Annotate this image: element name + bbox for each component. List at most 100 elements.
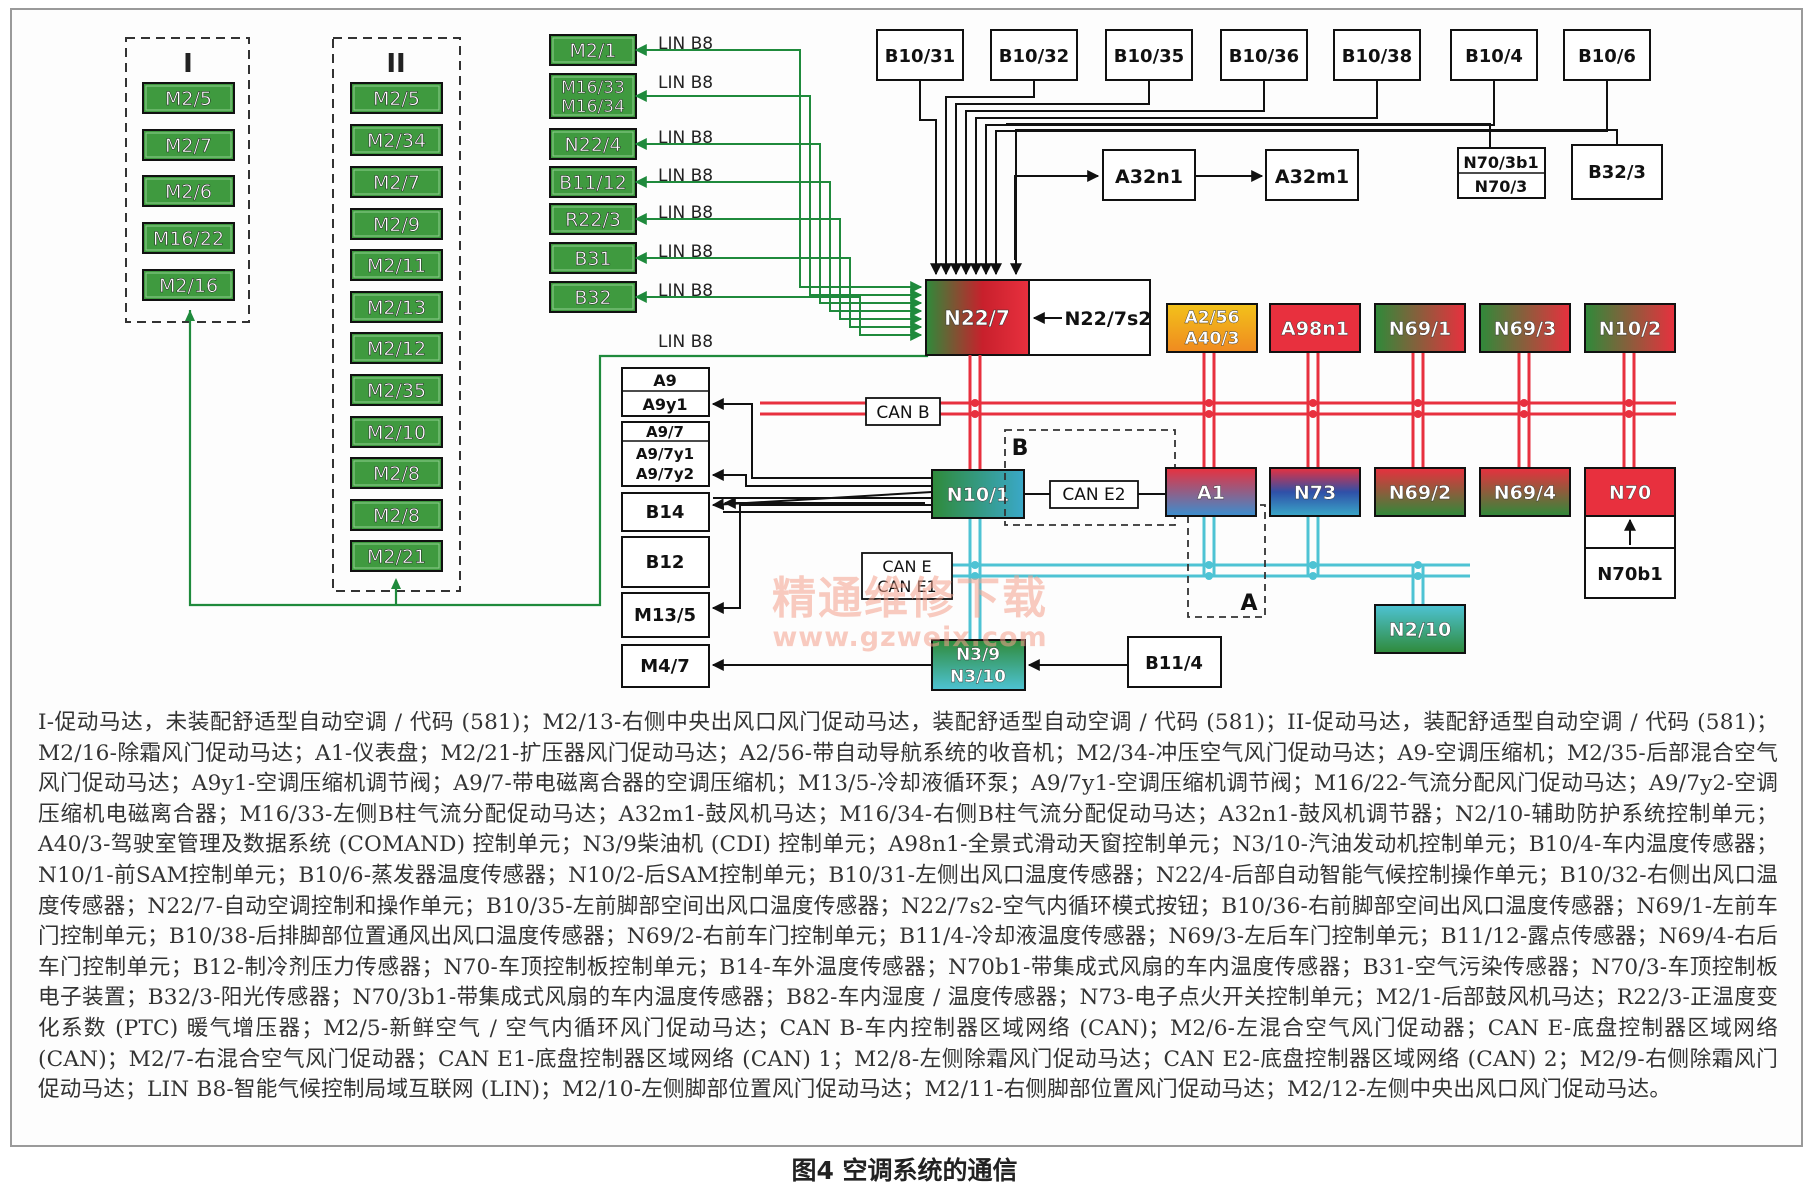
group-1-frame <box>125 37 250 323</box>
figure-caption: 图4 空调系统的通信 <box>791 1156 1018 1185</box>
lin-module-label: N22/4 <box>565 134 622 156</box>
region-a-label: A <box>1240 591 1257 616</box>
sensor-box: B10/4 <box>1450 29 1538 81</box>
a32m1-box <box>1265 149 1359 201</box>
b32-3-box <box>1571 144 1663 200</box>
group-2-item: M2/7 <box>350 166 443 198</box>
a40-3-label: A40/3 <box>1185 329 1240 349</box>
n70-3b1-label: N70/3b1 <box>1463 153 1538 172</box>
n3-10-label: N3/10 <box>950 667 1006 687</box>
n70-3-label: N70/3 <box>1475 177 1528 196</box>
region-b-frame <box>1004 429 1176 526</box>
n73-box <box>1269 467 1361 517</box>
n70b1-box <box>1584 547 1676 599</box>
a9-box <box>621 367 710 417</box>
n70-box <box>1584 467 1676 517</box>
b14-label: B14 <box>646 502 685 523</box>
b12-label: B12 <box>646 552 685 573</box>
n69-4-label: N69/4 <box>1494 482 1557 504</box>
group-lin-label: LIN B8 <box>658 332 713 352</box>
n10-2-box <box>1584 303 1676 353</box>
a1-box <box>1165 467 1257 517</box>
group-2-item: M2/10 <box>350 416 443 448</box>
a32m1-label: A32m1 <box>1275 166 1349 188</box>
group-2-item-label: M2/8 <box>373 505 420 527</box>
b11-4-label: B11/4 <box>1145 653 1203 674</box>
group-1-item-label: M16/22 <box>153 228 224 250</box>
lin-module-label: B32 <box>574 287 611 309</box>
junctions-red <box>971 399 1633 418</box>
group-2-item: M2/8 <box>350 499 443 531</box>
group-2-item: M2/35 <box>350 374 443 406</box>
junctions-cyan <box>971 561 1422 580</box>
n69-3-box <box>1479 303 1571 353</box>
n69-2-box <box>1374 467 1466 517</box>
n69-1-label: N69/1 <box>1389 318 1452 340</box>
group-2-item-label: M2/10 <box>367 422 426 444</box>
n10-1-label: N10/1 <box>947 484 1010 506</box>
n73-label: N73 <box>1294 482 1336 504</box>
group-2-item: M2/11 <box>350 249 443 281</box>
group-1-item: M16/22 <box>142 222 235 254</box>
can-e2-label: CAN E2 <box>1062 485 1125 505</box>
group-1-item-label: M2/6 <box>165 181 212 203</box>
group-2-item-label: M2/9 <box>373 214 420 236</box>
n2-10-box <box>1374 604 1466 654</box>
sensor-box: B10/38 <box>1333 29 1421 81</box>
a9-7-label: A9/7 <box>646 423 684 441</box>
lin-module-label: M2/1 <box>570 40 617 62</box>
group-1-item: M2/7 <box>142 129 235 161</box>
b32-3-label: B32/3 <box>1588 162 1646 183</box>
group-2-item: M2/21 <box>350 540 443 572</box>
lin-module-label: B11/12 <box>559 172 627 194</box>
group-2-items: M2/5M2/34M2/7M2/9M2/11M2/13M2/12M2/35M2/… <box>350 82 443 572</box>
sensor-box: B10/6 <box>1563 29 1651 81</box>
n69-4-box <box>1479 467 1571 517</box>
lin-module-label: M16/34 <box>561 97 625 117</box>
n22-7s2-label: N22/7s2 <box>1064 308 1151 330</box>
n69-1-box <box>1374 303 1466 353</box>
cyan-drops <box>968 516 1425 655</box>
a9-7-box <box>621 421 710 487</box>
group-2-item-label: M2/8 <box>373 463 420 485</box>
a32n1-label: A32n1 <box>1115 166 1183 188</box>
group-2-item: M2/5 <box>350 82 443 114</box>
lin-module-label: M16/33 <box>561 78 625 98</box>
group-2-item: M2/8 <box>350 457 443 489</box>
group-2-item-label: M2/35 <box>367 380 426 402</box>
sensor-label: B10/31 <box>885 46 955 67</box>
group-2-label: II <box>386 49 405 79</box>
sensor-label: B10/38 <box>1342 46 1412 67</box>
a98n1-label: A98n1 <box>1281 318 1349 340</box>
n70-label: N70 <box>1609 482 1651 504</box>
group-2-item: M2/34 <box>350 124 443 156</box>
group-1-item: M2/5 <box>142 82 235 114</box>
m4-7-box <box>621 644 710 688</box>
n10-2-label: N10/2 <box>1599 318 1662 340</box>
group-1-item-label: M2/7 <box>165 135 212 157</box>
group-2-item-label: M2/5 <box>373 88 420 110</box>
can-e1-label: CAN E1 <box>877 577 936 596</box>
group-1-item: M2/6 <box>142 175 235 207</box>
n2-10-label: N2/10 <box>1389 619 1452 641</box>
group-2-item-label: M2/11 <box>367 255 426 277</box>
a2-56-label: A2/56 <box>1185 308 1240 328</box>
lin-label: LIN B8 <box>658 73 713 93</box>
group-2-item-label: M2/21 <box>367 546 426 568</box>
b12-box <box>621 536 710 588</box>
sensor-label: B10/6 <box>1578 46 1636 67</box>
a1-label: A1 <box>1197 482 1225 504</box>
m13-5-label: M13/5 <box>634 605 696 626</box>
sensor-label: B10/36 <box>1229 46 1299 67</box>
m4-7-label: M4/7 <box>640 656 690 677</box>
can-e-label: CAN E <box>882 557 931 576</box>
sensor-box: B10/36 <box>1220 29 1308 81</box>
group-lin-line <box>188 300 929 607</box>
a9-7y1-label: A9/7y1 <box>636 445 694 463</box>
lin-module-label: B31 <box>574 248 611 270</box>
